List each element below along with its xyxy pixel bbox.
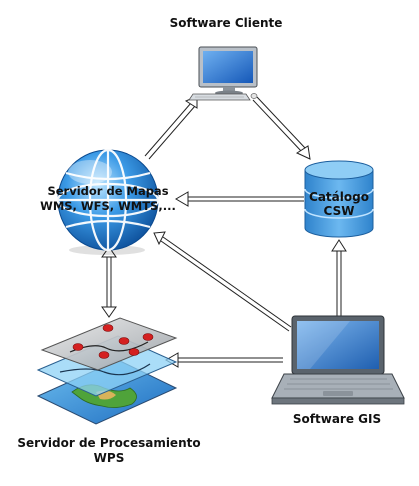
catalog-label-line2: CSW xyxy=(323,204,355,218)
desktop-computer-icon xyxy=(188,46,258,101)
map-server-label-line2: WMS, WFS, WMTS,... xyxy=(40,199,176,213)
database-cylinder-icon xyxy=(304,160,374,238)
processing-label-line2: WPS xyxy=(93,451,125,465)
map-server-label-line1: Servidor de Mapas xyxy=(47,184,169,198)
arrow-map-server-to-client xyxy=(144,95,198,160)
layered-map-icon xyxy=(36,317,178,425)
arrow-gis-to-map-server xyxy=(153,231,292,332)
client-label: Software Cliente xyxy=(169,16,283,30)
arrow-map-server-processing-bidirectional xyxy=(101,246,117,318)
map-marker-icon xyxy=(72,324,154,359)
laptop-icon xyxy=(271,315,405,405)
processing-label-line1: Servidor de Procesamiento xyxy=(17,436,201,450)
globe-icon xyxy=(56,148,160,255)
arrow-gis-to-processing xyxy=(165,352,283,368)
arrow-catalog-to-map-server xyxy=(175,191,304,207)
catalog-label-line1: Catálogo xyxy=(309,190,369,204)
arrow-gis-to-catalog xyxy=(331,239,347,316)
arrow-client-to-catalog xyxy=(252,96,311,160)
gis-label: Software GIS xyxy=(292,412,382,426)
